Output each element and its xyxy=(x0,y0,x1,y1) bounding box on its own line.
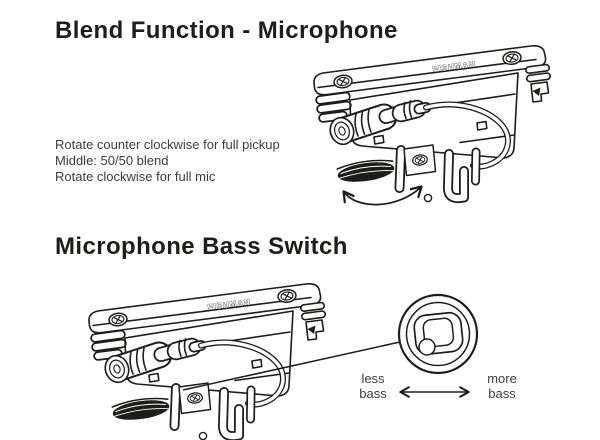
instruction-line-1: Rotate counter clockwise for full pickup xyxy=(55,137,280,152)
instruction-line-3: Rotate clockwise for full mic xyxy=(55,169,216,184)
rotation-arrow-icon xyxy=(342,185,423,206)
blend-section-title: Blend Function - Microphone xyxy=(55,17,398,44)
bass-switch-illustration xyxy=(0,268,479,440)
switch-lever-knob xyxy=(418,338,436,356)
bass-section-title: Microphone Bass Switch xyxy=(55,233,348,260)
bass-switch-detail xyxy=(413,311,464,355)
callout-line xyxy=(182,341,401,391)
magnifier-circle xyxy=(397,293,479,375)
more-bass-label: more bass xyxy=(487,371,517,401)
blend-instructions: Rotate counter clockwise for full pickup… xyxy=(55,137,280,185)
instruction-line-2: Middle: 50/50 blend xyxy=(55,153,169,168)
blend-illustration xyxy=(0,40,600,226)
less-bass-label: less bass xyxy=(359,371,387,401)
